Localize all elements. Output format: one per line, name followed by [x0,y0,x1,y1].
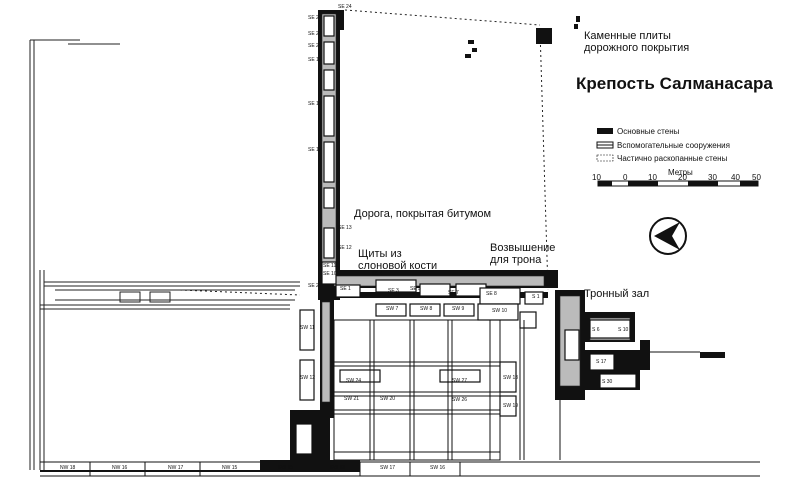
room-label: SW 15 [278,465,294,471]
legend-main-walls: Основные стены [617,127,680,136]
map-title: Крепость Салманасара [576,74,773,93]
room-label: SE 15 [308,147,322,153]
room-label: SE 7 [448,290,459,296]
room-label: SE 23 [308,15,322,21]
room-label: SW 7 [386,306,399,312]
scale-title: Метры [668,168,693,177]
room-label: SW 20 [380,396,396,402]
label-paving-stones: Каменные плиты дорожного покрытия [584,30,690,54]
room-label: SW 12 [300,375,316,381]
room-label: SW 11 [300,325,315,331]
room-label: SE 13 [338,225,352,231]
room-label: SE 2 [308,283,319,289]
room-label: SE 19 [308,57,322,63]
room-label: SE 17 [308,101,322,107]
room-label: SE 1 [340,286,351,292]
north-arrow-icon [649,217,687,255]
legend-partial: Частично раскопанные стены [617,154,728,163]
scale-tick: 0 [623,173,628,182]
room-label: SW 26 [452,397,468,403]
room-label: SE 5 [410,286,421,292]
room-label: SE 24 [338,4,352,10]
courtyard-grid [40,319,760,477]
room-label: NW 18 [60,465,76,471]
room-label: SE 8 [486,291,497,297]
scale-tick: 40 [731,173,740,182]
room-label: S 10 [618,327,629,333]
scale-tick: 30 [708,173,717,182]
room-label: NW 15 [222,465,238,471]
room-label: SW 21 [344,396,360,402]
room-label: SW 18 [330,465,346,471]
room-label: SE 3 [388,288,399,294]
room-label: SE 11 [323,263,337,269]
room-label: SW 9 [452,306,465,312]
room-label: SW 17 [380,465,396,471]
room-label: SE 4 [372,271,383,277]
label-throne-room: Тронный зал [584,288,650,300]
paving-stones [465,16,580,58]
legend-aux: Вспомогательные сооружения [617,141,730,150]
room-label: S 17 [596,359,607,365]
room-label: SE 20 [308,43,322,49]
room-label: SW 16 [430,465,446,471]
rooms [295,15,637,455]
label-throne-dais: Возвышение для трона [490,242,556,266]
room-label: SW 24 [346,378,362,384]
room-label: SE 22 [308,31,322,37]
room-label: NW 17 [168,465,184,471]
scale-tick: 20 [678,173,687,182]
scale-tick: 10 [648,173,657,182]
scale-tick: 10 [592,173,601,182]
scale-bar [597,180,759,187]
room-label: S 30 [602,379,613,385]
label-bitumen-road: Дорога, покрытая битумом [354,208,492,220]
room-label: SW 13 [503,375,519,381]
room-label: S 1 [532,294,540,300]
room-label: SE 12 [338,245,352,251]
scale-tick: 50 [752,173,761,182]
room-label: NW 16 [112,465,128,471]
room-label: SW 10 [492,308,508,314]
partial-walls [29,39,300,470]
room-label: SW 19 [503,403,519,409]
room-label: S 6 [592,327,600,333]
legend-swatches [596,128,614,162]
label-ivory-shields: Щиты из слоновой кости [358,248,438,272]
room-label: SE 10 [323,271,337,277]
room-label: SW 8 [420,306,433,312]
room-label: SW 27 [452,378,468,384]
